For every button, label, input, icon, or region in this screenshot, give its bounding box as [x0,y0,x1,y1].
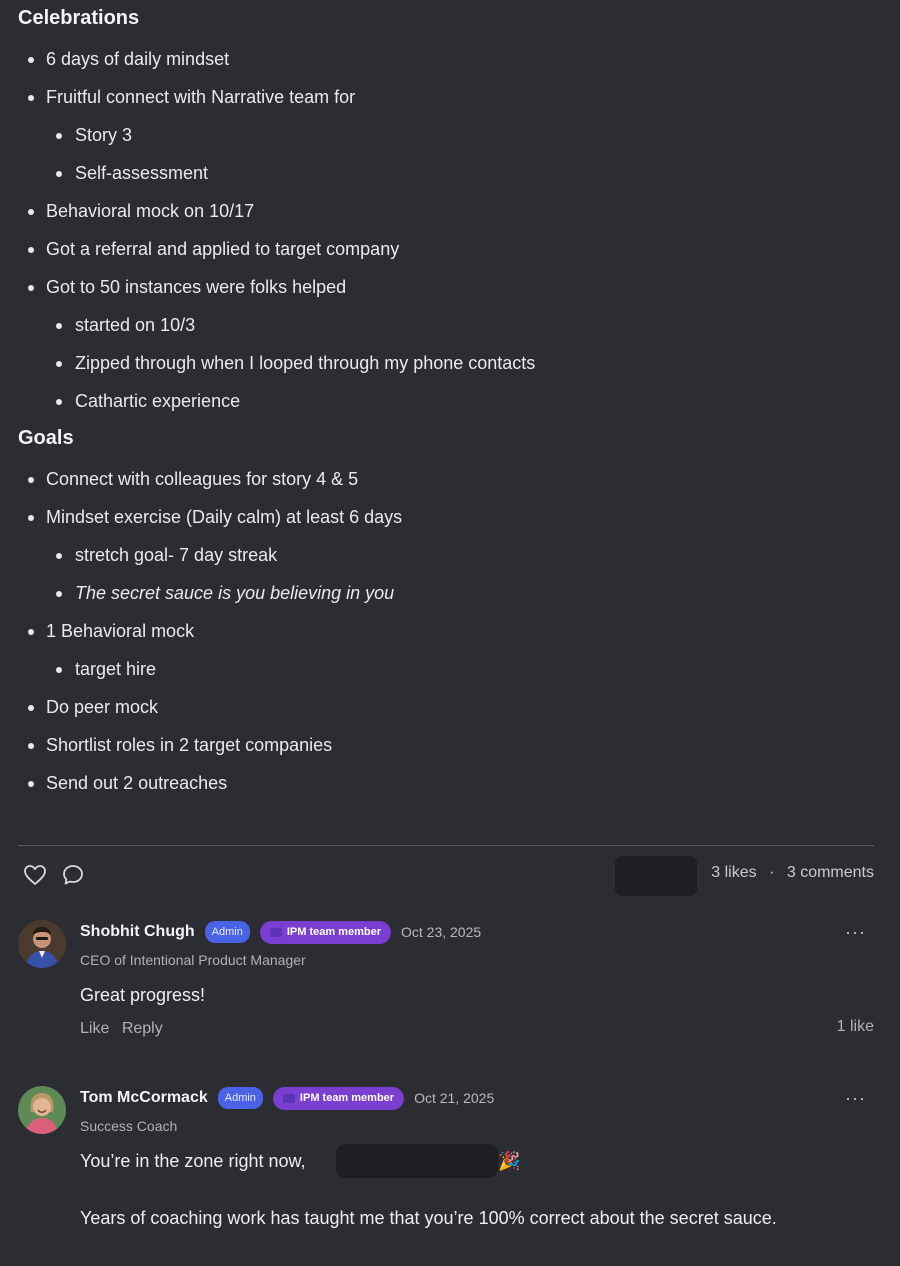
comment-text: Years of coaching work has taught me tha… [80,1208,777,1228]
likes-count[interactable]: 3 likes [711,864,757,881]
comment-date: Oct 21, 2025 [414,1090,495,1106]
list-item: Mindset exercise (Daily calm) at least 6… [18,498,878,536]
list-item: target hire [18,650,878,688]
list-item: Story 3 [18,116,878,154]
comment-header: Tom McCormack Admin IPM team member Oct … [80,1086,494,1110]
comment-date: Oct 23, 2025 [400,924,482,940]
list-item: Behavioral mock on 10/17 [18,192,878,230]
list-item: Zipped through when I looped through my … [18,344,878,382]
redacted-name [336,1144,498,1178]
comment-shobhit: Shobhit Chugh Admin IPM team member Oct … [18,920,874,1040]
comment-author[interactable]: Tom McCormack [80,1089,208,1106]
redacted-avatars [615,856,697,896]
comment-body: Great progress! [80,981,840,1010]
list-item: 1 Behavioral mock [18,612,878,650]
comment-text-line: You’re in the zone right now, [80,1151,306,1171]
section-heading: Celebrations [18,7,140,29]
comment-text: You’re in the zone right now, 🎉 [80,1144,840,1178]
post-divider [18,845,874,846]
list-item: started on 10/3 [18,306,878,344]
team-badge: IPM team member [272,1086,405,1110]
team-badge-label: IPM team member [299,1091,395,1104]
list-item: Shortlist roles in 2 target companies [18,726,878,764]
post-actions-bar: 3 likes · 3 comments [18,856,874,896]
comment-body: You’re in the zone right now, 🎉 Years of… [80,1144,840,1233]
comments-count[interactable]: 3 comments [786,864,874,881]
team-badge-icon [269,927,282,937]
avatar[interactable] [18,1086,66,1134]
reply-button[interactable]: Reply [121,1020,163,1037]
list-item: Send out 2 outreaches [18,764,878,802]
post-stats: 3 likes · 3 comments [711,864,874,882]
list-item: Fruitful connect with Narrative team for [18,78,878,116]
team-badge: IPM team member [259,920,391,944]
list-item: 6 days of daily mindset [18,40,878,78]
comment-author[interactable]: Shobhit Chugh [80,923,195,940]
comment-tom: Tom McCormack Admin IPM team member Oct … [18,1086,874,1266]
list-item: Do peer mock [18,688,878,726]
list-item: stretch goal- 7 day streak [18,536,878,574]
team-badge-label: IPM team member [286,925,381,938]
admin-badge: Admin [217,1087,263,1109]
comment-text: Great progress! [80,985,206,1005]
party-popper-icon: 🎉 [498,1151,521,1171]
more-options-icon[interactable]: ··· [845,922,866,942]
comment-header: Shobhit Chugh Admin IPM team member Oct … [80,920,481,944]
comment-bubble-icon[interactable] [60,862,86,888]
team-badge-icon [282,1093,295,1103]
like-button[interactable]: Like [80,1020,110,1037]
list-item: Got to 50 instances were folks helped [18,268,878,306]
comment-author-role: Success Coach [80,1118,178,1134]
stats-separator: · [769,864,775,881]
list-item: Cathartic experience [18,382,878,420]
comment-author-role: CEO of Intentional Product Manager [80,952,306,968]
list-item: Got a referral and applied to target com… [18,230,878,268]
admin-badge: Admin [204,921,250,943]
heart-icon[interactable] [22,862,48,888]
list-item: Self-assessment [18,154,878,192]
avatar[interactable] [18,920,66,968]
comment-actions: Like Reply [80,1020,171,1038]
list-item: The secret sauce is you believing in you [18,574,878,612]
section-heading: Goals [18,427,74,449]
comment-likes[interactable]: 1 like [836,1018,874,1035]
more-options-icon[interactable]: ··· [845,1088,866,1108]
list-item: Connect with colleagues for story 4 & 5 [18,460,878,498]
